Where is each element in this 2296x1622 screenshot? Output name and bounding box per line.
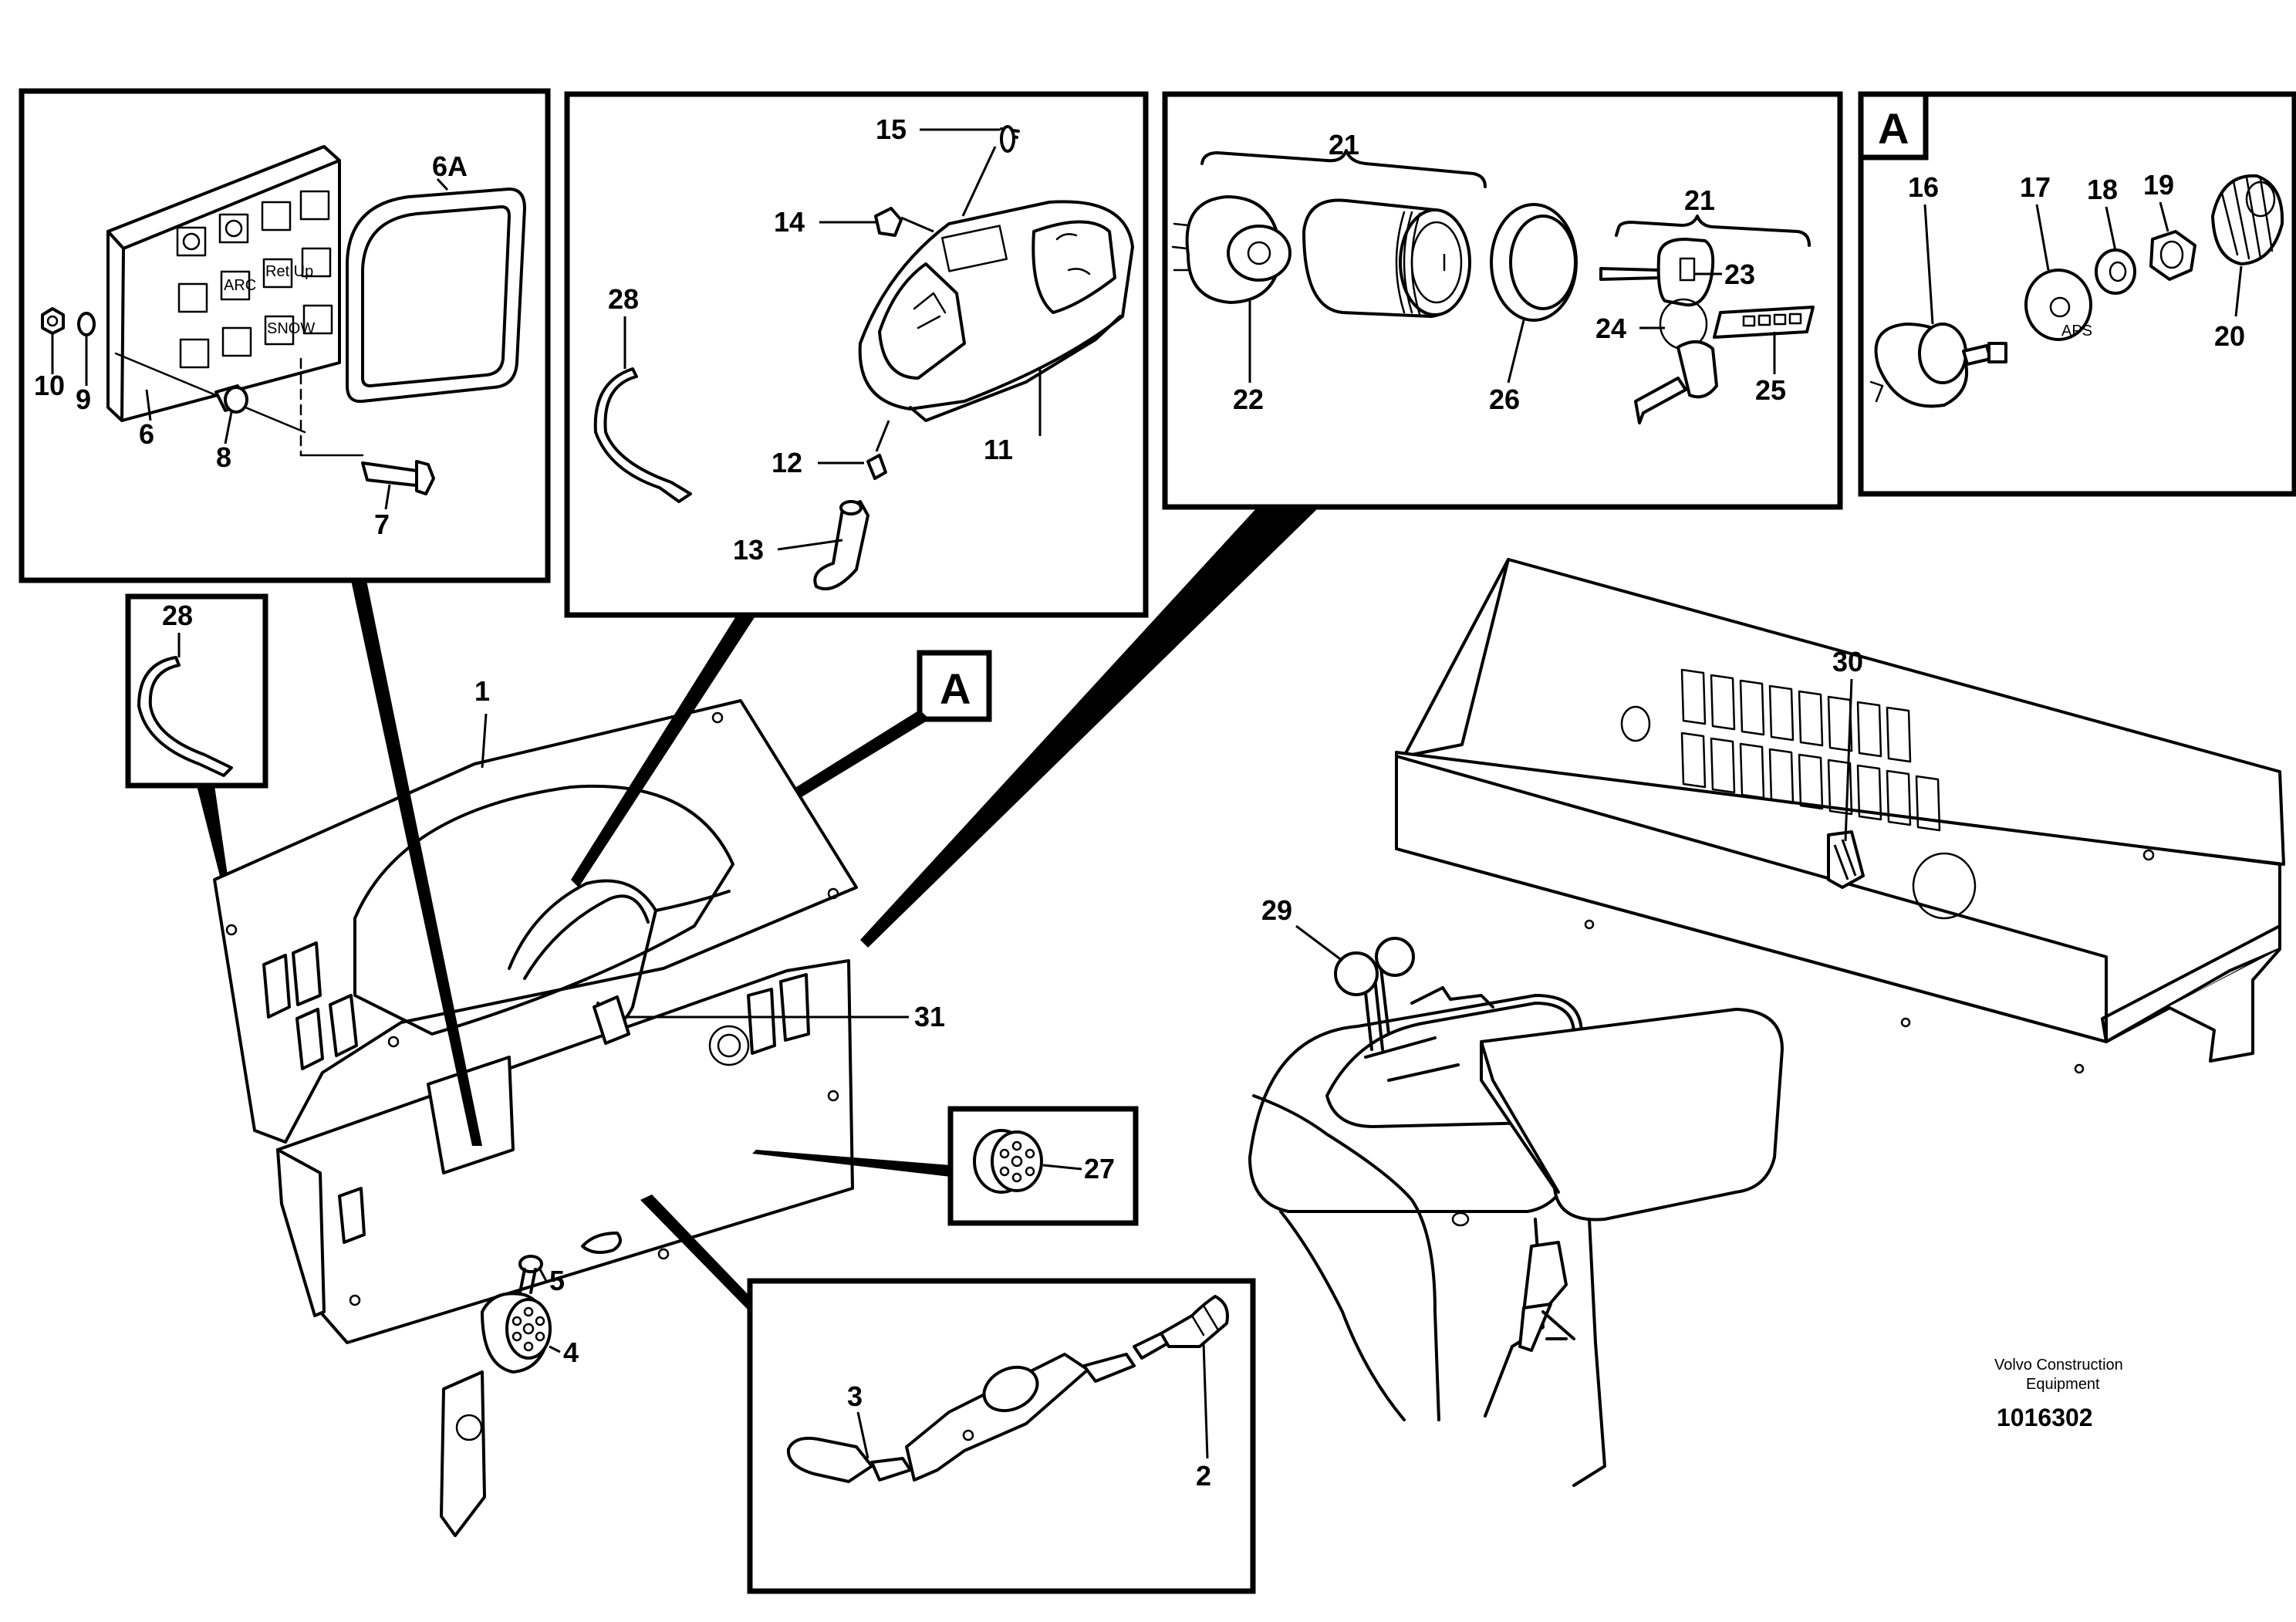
detail-frame-cable-tie: 28 <box>125 593 268 891</box>
label-14: 14 <box>774 206 805 238</box>
nut-19 <box>2149 230 2196 281</box>
wiring-harness-31 <box>508 879 731 1045</box>
cab-overhead-console: 30 <box>1395 558 2285 1074</box>
publisher-caption: Volvo Construction Equipment 1016302 <box>1994 1357 2123 1431</box>
label-31: 31 <box>914 1001 945 1032</box>
screw-15 <box>961 125 1020 217</box>
keypad-legend-retup: Ret Up <box>265 263 313 280</box>
detail-frame-connector-27: 27 <box>752 1106 1139 1226</box>
label-17: 17 <box>2020 171 2051 203</box>
label-12: 12 <box>772 447 802 478</box>
label-23: 23 <box>1724 259 1755 290</box>
screw-5 <box>518 1255 543 1294</box>
bulb-12 <box>866 420 890 480</box>
pointer-frame1 <box>351 580 482 1146</box>
label-10: 10 <box>34 370 65 401</box>
clip-14 <box>874 207 934 237</box>
brace-21-left <box>1200 149 1487 188</box>
detail-mark-a: A <box>1878 104 1909 153</box>
label-7: 7 <box>374 509 390 540</box>
label-6a: 6A <box>432 150 468 182</box>
label-15: 15 <box>876 113 907 145</box>
label-21-left: 21 <box>1329 129 1359 161</box>
connector-4 <box>440 1292 552 1537</box>
caption-line-2: Equipment <box>2026 1376 2100 1393</box>
label-27: 27 <box>1084 1153 1115 1184</box>
keypad-fasteners <box>41 307 435 495</box>
caption-line-1: Volvo Construction <box>1994 1357 2123 1374</box>
label-13: 13 <box>733 534 764 566</box>
joystick-levers-29: 29 <box>1261 894 1415 1051</box>
pointer-frame3 <box>860 507 1319 948</box>
instrument-cluster <box>858 200 1134 422</box>
seat-armrest-console <box>1248 986 1784 1487</box>
washer-18 <box>2095 248 2136 295</box>
label-4: 4 <box>563 1336 579 1368</box>
keypad-keys: ARC Ret Up SNOW <box>176 190 333 369</box>
label-22: 22 <box>1233 384 1264 415</box>
label-8: 8 <box>216 441 231 473</box>
label-28-upper: 28 <box>608 283 639 315</box>
cable-tie-28-upper <box>593 367 692 503</box>
dashboard-panel-1: 1 31 <box>213 675 945 1344</box>
brace-21-right <box>1615 215 1811 247</box>
lever-assembly <box>786 1295 1229 1483</box>
detail-frame-a-rotary-switch: A APS 16 <box>1858 91 2296 497</box>
detail-frame-instrument-cluster: 15 14 28 11 12 13 <box>564 91 1149 618</box>
label-18: 18 <box>2087 174 2118 205</box>
label-25: 25 <box>1755 374 1786 406</box>
label-6: 6 <box>139 418 154 450</box>
ignition-switch-22 <box>1171 195 1292 304</box>
label-19: 19 <box>2143 169 2174 201</box>
label-9: 9 <box>76 384 91 415</box>
label-1: 1 <box>474 675 490 707</box>
label-29: 29 <box>1261 894 1292 926</box>
label-26: 26 <box>1489 384 1520 415</box>
rotary-switch-16 <box>1869 323 2007 408</box>
pointer-frame2 <box>571 615 756 887</box>
console-switch-grid <box>1680 668 1941 832</box>
plate-17: APS <box>2024 269 2092 341</box>
bezel-26 <box>1490 203 1578 322</box>
detail-frame-hand-lever: 3 2 <box>640 1195 1256 1594</box>
detail-frame-keypad: ARC Ret Up SNOW 6A 10 9 6 8 <box>19 88 551 583</box>
panel-windows-left <box>262 941 358 1070</box>
socket-13 <box>813 500 869 591</box>
label-21-right: 21 <box>1684 184 1715 216</box>
label-2: 2 <box>1196 1460 1211 1492</box>
lock-barrel <box>1302 198 1471 318</box>
label-16: 16 <box>1908 171 1939 203</box>
keypad-legend-arc: ARC <box>224 277 256 294</box>
label-5: 5 <box>549 1265 565 1296</box>
label-24: 24 <box>1595 313 1626 344</box>
knob-20 <box>2211 174 2284 265</box>
label-20: 20 <box>2214 320 2245 352</box>
label-11: 11 <box>984 434 1013 465</box>
keypad-panel: ARC Ret Up SNOW <box>106 145 341 422</box>
callout-mark-a: A <box>940 664 971 713</box>
gasket-6a <box>346 188 526 404</box>
plate-text: APS <box>2061 323 2092 340</box>
label-3: 3 <box>847 1380 863 1412</box>
label-28-lower: 28 <box>162 600 193 631</box>
document-number: 1016302 <box>1997 1404 2093 1431</box>
label-30: 30 <box>1832 646 1863 678</box>
detail-frame-ignition: 21 21 22 26 23 24 25 <box>1162 91 1843 510</box>
keypad-legend-snow: SNOW <box>267 320 315 337</box>
keys <box>1599 238 1815 424</box>
